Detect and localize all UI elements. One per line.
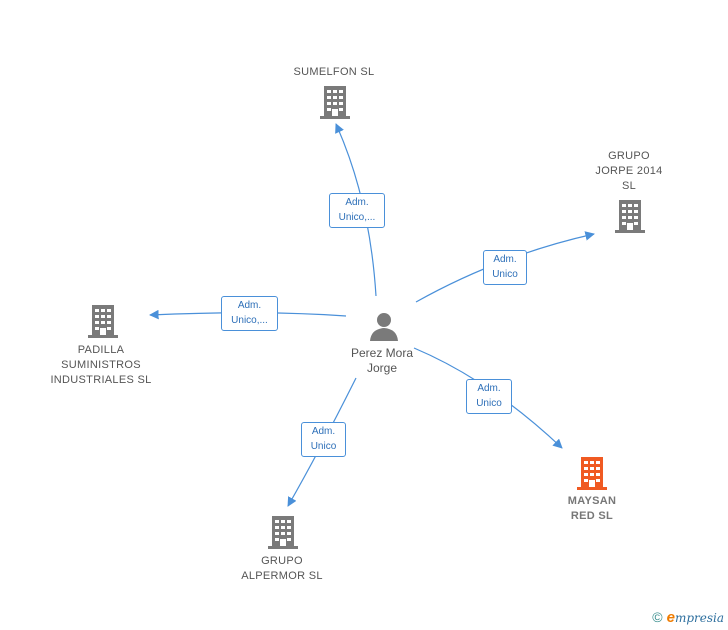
brand-logo: ©empresia [652, 609, 724, 626]
relation-label-maysan[interactable]: Adm. Unico [466, 379, 512, 414]
person-name[interactable]: Perez Mora Jorge [350, 346, 414, 375]
brand-initial: e [666, 609, 675, 626]
brand-name: mpresia [674, 611, 724, 625]
company-name-grupo-jorpe[interactable]: GRUPO JORPE 2014 SL [595, 150, 663, 192]
relation-label-grupo-jorpe[interactable]: Adm. Unico [483, 250, 527, 285]
building-icon[interactable] [318, 84, 352, 120]
person-icon [370, 313, 398, 341]
building-icon[interactable] [613, 198, 647, 234]
copyright-symbol: © [652, 609, 663, 625]
relation-label-padilla[interactable]: Adm. Unico,... [221, 296, 278, 331]
company-name-sumelfon[interactable]: SUMELFON SL [293, 66, 375, 78]
relation-label-sumelfon[interactable]: Adm. Unico,... [329, 193, 385, 228]
company-name-padilla[interactable]: PADILLA SUMINISTROS INDUSTRIALES SL [50, 344, 152, 386]
relation-label-alpermor[interactable]: Adm. Unico [301, 422, 346, 457]
company-name-maysan[interactable]: MAYSAN RED SL [567, 495, 617, 522]
company-name-alpermor[interactable]: GRUPO ALPERMOR SL [241, 555, 323, 582]
building-icon[interactable] [86, 303, 120, 339]
building-icon[interactable] [575, 455, 609, 491]
building-icon[interactable] [266, 514, 300, 550]
